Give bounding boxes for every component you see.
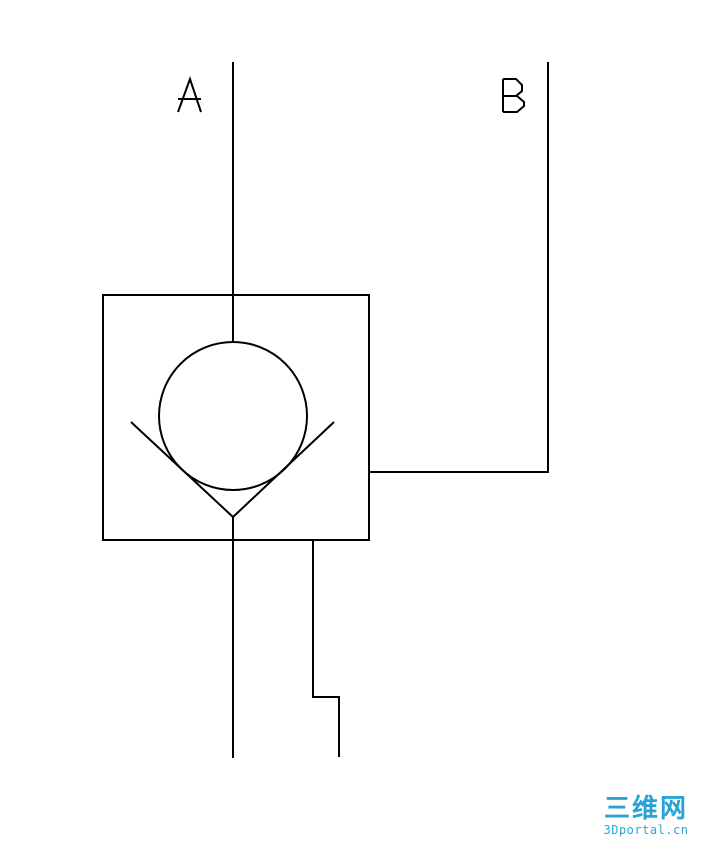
watermark-site-text: 3Dportal.cn	[603, 823, 689, 837]
port-b-label	[502, 78, 525, 113]
drain-line	[312, 540, 340, 757]
port-a-label	[177, 75, 202, 113]
watermark-chinese-text: 三维网	[603, 794, 688, 824]
check-ball-icon	[158, 341, 308, 491]
valve-body-box	[102, 294, 370, 541]
watermark: 三维网 3Dportal.cn	[596, 796, 696, 836]
